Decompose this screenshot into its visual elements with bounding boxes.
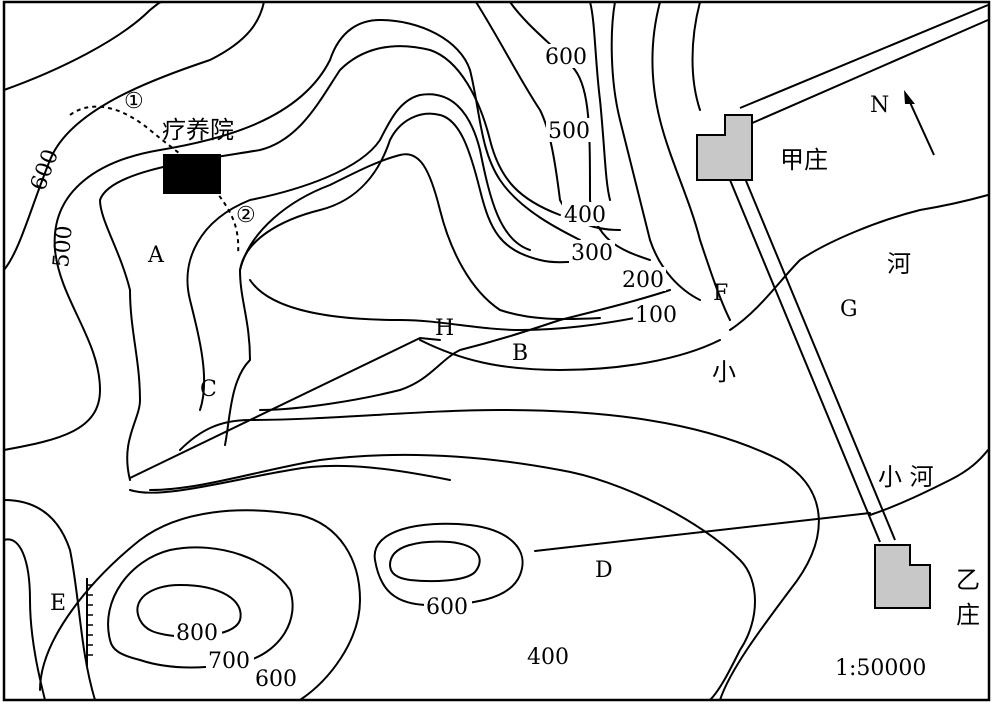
contour-label-300: 300 [571,241,613,266]
contour-label-600-left: 600 [26,146,64,194]
contour-label-500-left: 500 [49,225,78,269]
point-f: F [713,281,728,306]
contour-label-200: 200 [622,268,664,293]
river [129,194,989,516]
contour-label-800: 800 [176,621,218,646]
route-path [69,105,240,256]
contour-lines [3,1,871,701]
village-yi-label-line1: 乙 [956,566,980,594]
cliff-hatch [86,578,93,666]
point-h: H [435,316,454,341]
point-d: D [595,558,613,583]
contour-label-400-bottom: 400 [527,645,569,670]
contour-value-labels: 600 500 400 300 200 100 600 500 600 400 … [26,44,679,692]
village-jia-symbol [696,114,753,181]
north-arrow [904,90,935,156]
north-label: N [870,93,889,118]
village-yi-label-line2: 庄 [956,601,980,629]
scale-label: 1:50000 [835,656,926,681]
river-label-he: 河 [887,250,911,278]
village-yi-symbol [874,544,931,609]
sanatorium-label: 疗养院 [162,116,234,144]
roads [729,4,989,543]
contour-label-600-mid: 600 [426,595,468,620]
contour-label-600-bottom: 600 [255,667,297,692]
contour-label-700: 700 [208,649,250,674]
point-e: E [50,591,66,616]
contour-label-400-top: 400 [564,203,606,228]
point-a: A [147,243,165,268]
point-g: G [840,297,858,322]
contour-label-500-top: 500 [548,119,590,144]
point-c: C [200,377,217,402]
river-label-lower: 小 河 [878,463,934,491]
route-label-1: ① [124,89,144,114]
sanatorium-building [163,154,221,194]
contour-label-600-top: 600 [545,45,587,70]
contour-label-100: 100 [635,303,677,328]
river-label-xiao: 小 [712,358,736,386]
village-jia-label: 甲庄 [780,146,828,174]
route-label-2: ② [236,203,256,228]
point-b: B [512,341,528,366]
